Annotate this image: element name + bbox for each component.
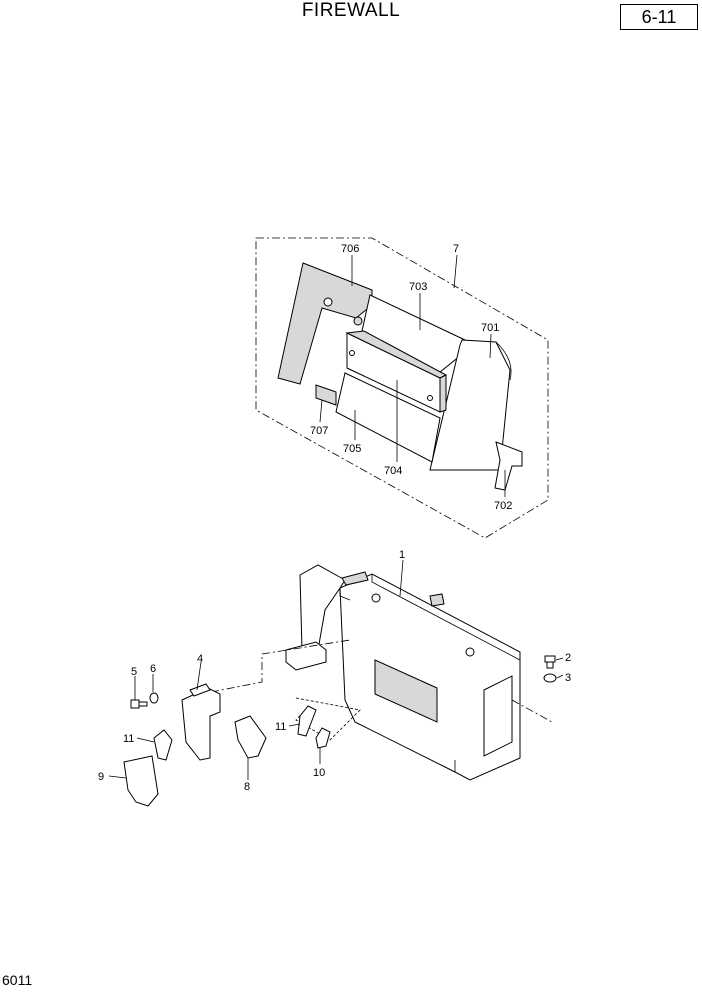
diagram-title: FIREWALL bbox=[301, 0, 401, 21]
kit-phantom-outline bbox=[255, 237, 549, 539]
firewall-assembly-group: 1 2 3 4 5 6 11 9 8 11 10 bbox=[98, 549, 571, 807]
page-reference: 6-11 bbox=[620, 4, 698, 30]
part-707-block bbox=[315, 384, 337, 406]
part-4-bracket bbox=[181, 687, 221, 761]
part-706-pad bbox=[277, 262, 373, 385]
insulation-kit-group: 706 7 703 701 707 705 704 702 bbox=[255, 237, 549, 539]
label-1: 1 bbox=[399, 549, 405, 561]
label-701: 701 bbox=[481, 322, 499, 334]
label-703: 703 bbox=[409, 281, 427, 293]
label-9: 9 bbox=[98, 771, 104, 783]
label-7: 7 bbox=[453, 243, 459, 255]
part-10-clip bbox=[315, 727, 331, 749]
part-1-firewall bbox=[339, 573, 521, 781]
label-6: 6 bbox=[150, 663, 156, 675]
label-11-right: 11 bbox=[275, 721, 286, 733]
label-702: 702 bbox=[494, 500, 512, 512]
firewall-window bbox=[374, 659, 438, 723]
part-11-clip-left bbox=[153, 729, 173, 761]
label-3: 3 bbox=[565, 672, 571, 684]
label-706: 706 bbox=[341, 243, 359, 255]
firewall-upright bbox=[299, 564, 346, 651]
part-8-pad bbox=[234, 715, 267, 759]
hole bbox=[323, 297, 333, 307]
part-3-washer bbox=[543, 673, 557, 683]
label-707: 707 bbox=[310, 425, 328, 437]
part-11-clip-right bbox=[297, 705, 317, 737]
label-8: 8 bbox=[244, 781, 250, 793]
part-705-pad bbox=[335, 372, 441, 463]
part-5-bolt bbox=[130, 699, 148, 709]
label-11-left: 11 bbox=[123, 733, 134, 745]
footer-code: 6011 bbox=[2, 972, 33, 988]
label-10: 10 bbox=[313, 767, 325, 779]
part-9-pad bbox=[123, 755, 159, 807]
label-5: 5 bbox=[131, 666, 137, 678]
label-704: 704 bbox=[384, 465, 402, 477]
label-705: 705 bbox=[343, 443, 361, 455]
label-2: 2 bbox=[565, 652, 571, 664]
part-6-nut bbox=[149, 692, 159, 704]
part-702-bracket bbox=[494, 441, 523, 491]
label-4: 4 bbox=[197, 653, 203, 665]
part-2-bolt bbox=[544, 655, 556, 669]
